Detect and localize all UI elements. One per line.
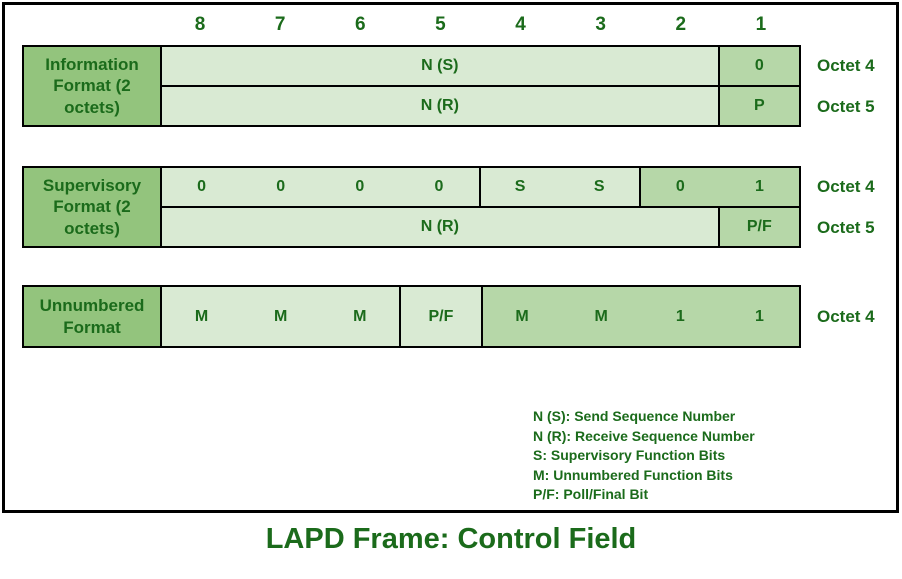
m-bit: M: [274, 307, 288, 325]
information-format-label: Information Format (2 octets): [24, 47, 162, 125]
bit-header-4: 4: [515, 14, 526, 35]
m-bit: M: [515, 307, 529, 325]
m-bit: M: [594, 307, 608, 325]
supervisory-octet4-row: 0 0 0 0 S S 0 1: [162, 168, 799, 206]
unnumbered-format-table: Unnumbered Format M M M P/F M M 1 1: [22, 285, 801, 348]
sup-pollfinal-cell: P/F: [717, 208, 799, 246]
information-octet5-row: N (R) P: [162, 85, 799, 125]
m-bit: M: [353, 307, 367, 325]
bit-header-3: 3: [595, 14, 606, 35]
supervisory-function-bits-cell: S S: [478, 168, 639, 206]
unnumbered-format-rows: M M M P/F M M 1 1: [162, 287, 799, 346]
sup-bit2-text: 0: [675, 178, 685, 195]
octet5-label: Octet 5: [817, 217, 875, 237]
supervisory-format-rows: 0 0 0 0 S S 0 1 N (R) P/: [162, 168, 799, 246]
unnum-pollfinal-text: P/F: [428, 307, 454, 325]
nr-field-cell: N (R): [162, 87, 718, 125]
sup-zero-bit: 0: [434, 178, 444, 195]
information-format-table: Information Format (2 octets) N (S) 0 N …: [22, 45, 801, 127]
unnumbered-octet-labels: Octet 4: [817, 285, 897, 348]
one-bit: 1: [675, 307, 685, 325]
sup-pollfinal-text: P/F: [746, 218, 772, 235]
info-poll-cell: P: [717, 87, 799, 125]
information-octet-labels: Octet 4 Octet 5: [817, 45, 897, 127]
ns-field-text: N (S): [421, 57, 459, 74]
sup-zero-bit: 0: [276, 178, 286, 195]
page-title: LAPD Frame: Control Field: [265, 523, 637, 555]
bit-number-header-row: 8 7 6 5 4 3 2 1: [160, 11, 801, 39]
info-bit1-cell: 0: [717, 47, 799, 85]
octet4-label: Octet 4: [817, 306, 875, 326]
octet4-label: Octet 4: [817, 176, 875, 196]
supervisory-octet-labels: Octet 4 Octet 5: [817, 166, 897, 248]
legend-s: S: Supervisory Function Bits: [533, 447, 726, 463]
sup-bit1-text: 1: [754, 178, 764, 195]
unnumbered-octet4-row: M M M P/F M M 1 1: [162, 287, 799, 346]
bit-header-2: 2: [675, 14, 687, 35]
unnum-m-and-ones-cell: M M 1 1: [480, 287, 799, 346]
nr-field-text: N (R): [420, 97, 459, 114]
sup-nr-field-cell: N (R): [162, 208, 718, 246]
sup-zero-bit: 0: [197, 178, 207, 195]
legend-ns: N (S): Send Sequence Number: [533, 408, 736, 424]
bit-header-5: 5: [435, 14, 446, 35]
legend: N (S): Send Sequence Number N (R): Recei…: [533, 407, 863, 505]
sup-bit21-cell: 0 1: [638, 168, 799, 206]
supervisory-octet5-row: N (R) P/F: [162, 206, 799, 246]
information-octet4-row: N (S) 0: [162, 47, 799, 85]
one-bit: 1: [754, 307, 764, 325]
m-bit: M: [194, 307, 209, 325]
unnum-m-bits-cell: M M M: [162, 287, 400, 346]
info-poll-text: P: [753, 97, 765, 114]
s-bit: S: [593, 178, 605, 195]
octet5-label: Octet 5: [817, 96, 875, 116]
ns-field-cell: N (S): [162, 47, 718, 85]
bit-header-7: 7: [274, 14, 286, 35]
legend-nr: N (R): Receive Sequence Number: [533, 427, 755, 444]
sup-zero-bit: 0: [355, 178, 365, 195]
s-bit: S: [514, 178, 526, 195]
octet4-label: Octet 4: [817, 55, 875, 75]
supervisory-format-table: Supervisory Format (2 octets) 0 0 0 0 S …: [22, 166, 801, 248]
unnumbered-format-label: Unnumbered Format: [24, 287, 162, 346]
bit-header-1: 1: [755, 14, 767, 35]
unnum-pollfinal-cell: P/F: [399, 287, 481, 346]
bit-header-8: 8: [194, 14, 206, 35]
legend-pf: P/F: Poll/Final Bit: [533, 486, 649, 502]
sup-nr-field-text: N (R): [420, 218, 459, 235]
legend-m: M: Unnumbered Function Bits: [533, 466, 733, 483]
control-field-diagram: 8 7 6 5 4 3 2 1 Information Format (2 oc…: [2, 2, 899, 513]
supervisory-format-label: Supervisory Format (2 octets): [24, 168, 162, 246]
sup-zero-bits-cell: 0 0 0 0: [162, 168, 479, 206]
bit-header-6: 6: [355, 14, 366, 35]
info-bit1-text: 0: [754, 57, 764, 74]
information-format-rows: N (S) 0 N (R) P: [162, 47, 799, 125]
